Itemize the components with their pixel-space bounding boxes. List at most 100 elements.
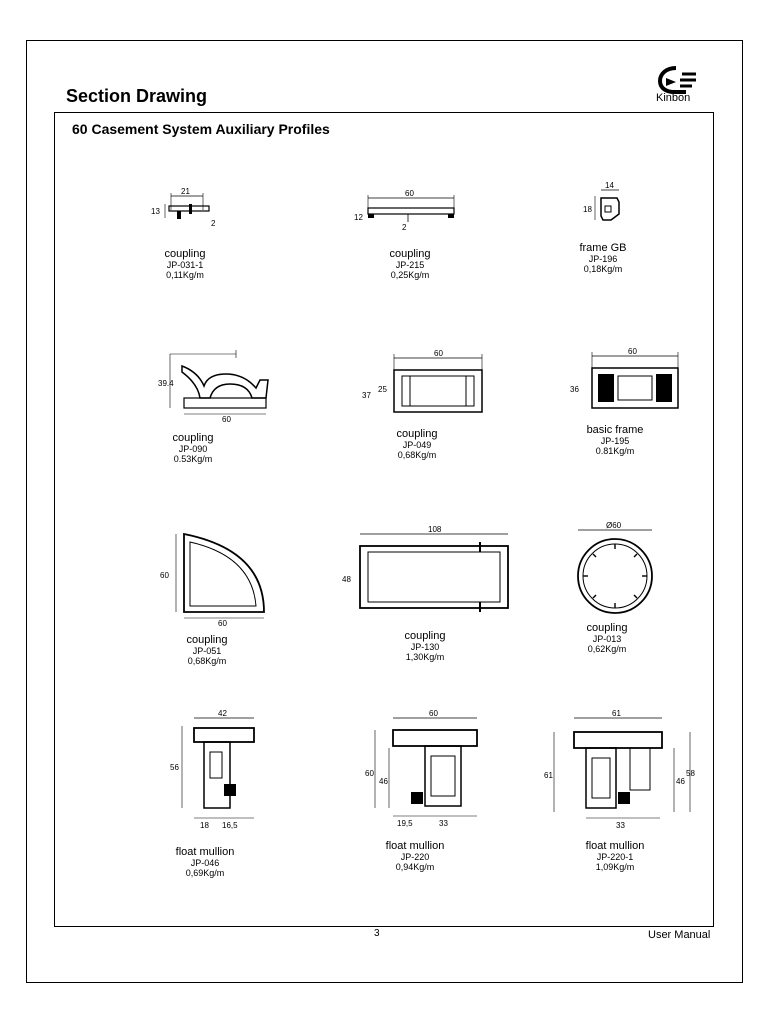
dimension-label: 46 <box>676 777 685 786</box>
profile-code: JP-215 <box>395 260 425 270</box>
profile-drawing: 61 61 46 58 33 <box>544 709 695 830</box>
dimension-label: 14 <box>605 181 614 190</box>
profile-drawing: 60 37 25 <box>362 349 483 413</box>
profile-weight: 0,25Kg/m <box>390 270 430 280</box>
profile-name: coupling <box>186 634 228 646</box>
dimension-label: 37 <box>362 391 371 400</box>
profile-name: basic frame <box>586 424 644 436</box>
dimension-label: 16,5 <box>222 821 238 830</box>
profile-drawing: 60 36 <box>570 347 679 409</box>
profile-drawing: 60 60 46 19,5 33 <box>365 709 478 828</box>
profile-code: JP-051 <box>192 646 222 656</box>
profile-code: JP-013 <box>592 634 622 644</box>
profile-weight: 0,94Kg/m <box>395 862 435 872</box>
dimension-label: 61 <box>612 709 621 718</box>
profile-name: coupling <box>586 622 628 634</box>
profile-weight: 0,11Kg/m <box>166 270 204 280</box>
profile-code: JP-031-1 <box>166 260 204 270</box>
dimension-label: 2 <box>211 219 216 228</box>
profile-name: float mullion <box>175 846 235 858</box>
profile-name: frame GB <box>579 242 627 254</box>
profile-jp-046: 42 56 18 16,5 float mullion JP-046 0,69K… <box>110 708 300 878</box>
dimension-label: 33 <box>616 821 625 830</box>
profile-jp-051: 60 60 coupling JP-051 0,68Kg/m <box>112 528 302 666</box>
dimension-label: 61 <box>544 771 553 780</box>
dimension-label: 36 <box>570 385 579 394</box>
kinbon-logo-icon <box>657 66 696 94</box>
profile-jp-196: 14 18 frame GB JP-196 0,18Kg/m <box>508 180 698 274</box>
profile-drawing: 60 12 2 <box>354 189 455 232</box>
dimension-label: 60 <box>218 619 227 628</box>
profile-weight: 0.81Kg/m <box>595 446 635 456</box>
profile-code: JP-046 <box>190 858 220 868</box>
brand-name: Kinbon <box>656 92 691 104</box>
profile-name: coupling <box>404 630 446 642</box>
section-title: 60 Casement System Auxiliary Profiles <box>72 121 330 137</box>
profile-drawing: Ø60 <box>577 521 653 614</box>
dimension-label: 42 <box>218 709 227 718</box>
profile-jp-013: Ø60 coupling JP-013 0,62Kg/m <box>512 520 702 654</box>
profile-weight: 1,30Kg/m <box>405 652 445 662</box>
profile-weight: 0,62Kg/m <box>587 644 627 654</box>
dimension-label: 13 <box>151 207 160 216</box>
profile-code: JP-195 <box>600 436 630 446</box>
profile-code: JP-220 <box>400 852 430 862</box>
dimension-label: 108 <box>428 525 442 534</box>
profile-jp-220-1: 61 61 46 58 33 float mullion JP-220-1 1,… <box>520 708 710 872</box>
dimension-label: 18 <box>200 821 209 830</box>
profile-weight: 0,68Kg/m <box>187 656 227 666</box>
page-frame <box>26 40 743 983</box>
profile-code: JP-196 <box>588 254 618 264</box>
dimension-label: 12 <box>354 213 363 222</box>
dimension-label: 39.4 <box>158 379 174 388</box>
profile-drawing: 39.4 60 <box>158 350 269 424</box>
profile-jp-090: 39.4 60 coupling JP-090 0.53Kg/m <box>98 344 288 464</box>
dimension-label: 60 <box>365 769 374 778</box>
profile-name: coupling <box>389 248 431 260</box>
dimension-label: Ø60 <box>606 521 622 530</box>
profile-jp-195: 60 36 basic frame JP-195 0.81Kg/m <box>520 344 710 456</box>
profile-drawing: 21 13 2 <box>151 187 216 228</box>
dimension-label: 19,5 <box>397 819 413 828</box>
profile-jp-031-1: 21 13 2 coupling JP-031-1 0,11Kg/m <box>90 186 280 280</box>
dimension-label: 33 <box>439 819 448 828</box>
profile-code: JP-049 <box>402 440 432 450</box>
content-box <box>54 112 714 927</box>
profile-code: JP-220-1 <box>596 852 634 862</box>
profile-weight: 0.53Kg/m <box>173 454 213 464</box>
profile-weight: 1,09Kg/m <box>595 862 635 872</box>
dimension-label: 60 <box>222 415 231 424</box>
dimension-label: 60 <box>628 347 637 356</box>
page-title: Section Drawing <box>66 86 208 106</box>
dimension-label: 58 <box>686 769 695 778</box>
dimension-label: 25 <box>378 385 387 394</box>
dimension-label: 18 <box>583 205 592 214</box>
dimension-label: 60 <box>405 189 414 198</box>
profile-jp-130: 108 48 coupling JP-130 1,30Kg/m <box>330 524 520 662</box>
dimension-label: 60 <box>429 709 438 718</box>
dimension-label: 56 <box>170 763 179 772</box>
dimension-label: 48 <box>342 575 351 584</box>
profile-drawing: 42 56 18 16,5 <box>170 709 255 830</box>
profile-weight: 0,68Kg/m <box>397 450 437 460</box>
dimension-label: 2 <box>402 223 407 232</box>
profile-name: float mullion <box>385 840 445 852</box>
dimension-label: 46 <box>379 777 388 786</box>
profile-drawing: 60 60 <box>160 532 265 628</box>
profile-name: coupling <box>164 248 206 260</box>
footer-text: User Manual <box>648 929 711 941</box>
profile-jp-215: 60 12 2 coupling JP-215 0,25Kg/m <box>315 186 505 280</box>
profile-code: JP-090 <box>178 444 208 454</box>
profile-weight: 0,69Kg/m <box>185 868 225 878</box>
dimension-label: 60 <box>434 349 443 358</box>
profile-drawing: 14 18 <box>583 181 620 221</box>
profile-code: JP-130 <box>410 642 440 652</box>
profile-name: coupling <box>172 432 214 444</box>
dimension-label: 60 <box>160 571 169 580</box>
profile-drawing: 108 48 <box>342 525 509 612</box>
profile-jp-049: 60 37 25 coupling JP-049 0,68Kg/m <box>322 346 512 460</box>
profile-weight: 0,18Kg/m <box>583 264 623 274</box>
dimension-label: 21 <box>181 187 190 196</box>
profile-jp-220: 60 60 46 19,5 33 float mullion JP-220 0,… <box>320 708 510 872</box>
page-number: 3 <box>374 928 380 939</box>
